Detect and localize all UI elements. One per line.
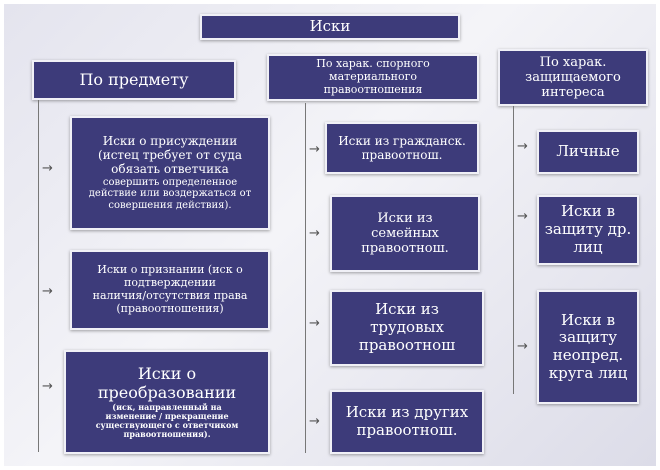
box-line: круга лиц [548, 363, 628, 382]
box-civil: Иски из гражданск. правоотнош. [325, 122, 479, 174]
header-line: По предмету [79, 69, 189, 89]
box-line: семейных [371, 225, 439, 241]
box-line: правоотнош [358, 335, 456, 354]
box-personal: Личные [537, 130, 639, 174]
box-line: трудовых [370, 318, 444, 337]
box-line: обязать ответчика [111, 162, 229, 177]
arrow-right-icon: → [517, 209, 528, 224]
box-line: Иски из [375, 300, 439, 319]
arrow-right-icon: → [517, 339, 528, 354]
box-line: правоотнош. [361, 148, 443, 162]
box-family: Иски из семейных правоотнош. [330, 195, 480, 272]
box-line: защиту др. [544, 220, 632, 239]
connector-line [305, 103, 306, 453]
box-line: неопред. [552, 346, 624, 364]
box-line: изменение / прекращение [105, 410, 229, 421]
box-line: Иски из [377, 210, 433, 226]
box-line: подтверждении [124, 276, 216, 290]
box-line: Иски из других [345, 403, 469, 422]
connector-line [38, 100, 39, 452]
box-indefinite-circle: Иски в защиту неопред. круга лиц [537, 290, 639, 404]
header-line: По харак. [539, 54, 607, 70]
arrow-right-icon: → [309, 414, 320, 429]
root-title-box: Иски [200, 14, 460, 40]
box-line: Иски из гражданск. [338, 133, 466, 148]
box-line: Иски в [560, 202, 616, 221]
header-line: По харак. спорного [316, 57, 430, 71]
box-others-interest: Иски в защиту др. лиц [537, 195, 639, 265]
box-line: Иски о присуждении [102, 134, 238, 149]
header-by-protected-interest: По харак. защищаемого интереса [498, 49, 648, 106]
arrow-right-icon: → [42, 379, 53, 394]
arrow-right-icon: → [309, 316, 320, 331]
box-award-claims: Иски о присуждении (истец требует от суд… [70, 116, 270, 230]
box-line: Иски о признании (иск о [97, 263, 243, 277]
box-line: существующего с ответчиком [95, 419, 239, 430]
box-line: преобразовании [97, 382, 237, 402]
box-line: (истец требует от суда [98, 148, 242, 163]
box-line: совершить определенное [102, 176, 238, 188]
box-other: Иски из других правоотнош. [330, 390, 484, 454]
box-line: Иски в [560, 310, 616, 329]
header-line: правоотношения [323, 82, 423, 96]
box-line: правоотнош. [356, 421, 458, 439]
box-line: Личные [556, 142, 620, 161]
box-line: наличия/отсутствия права [92, 289, 248, 302]
box-line: защиту [558, 328, 618, 347]
arrow-right-icon: → [517, 139, 528, 154]
box-labor: Иски из трудовых правоотнош [330, 290, 484, 366]
root-title: Иски [309, 17, 351, 36]
header-by-legal-relation: По харак. спорного материального правоот… [267, 54, 479, 101]
header-line: интереса [541, 85, 605, 101]
arrow-right-icon: → [42, 161, 53, 176]
header-by-subject: По предмету [32, 60, 236, 100]
box-recognition-claims: Иски о признании (иск о подтверждении на… [70, 250, 270, 330]
box-transformation-claims: Иски о преобразовании (иск, направленный… [64, 350, 270, 454]
box-line: правоотношения). [123, 429, 211, 440]
header-line: защищаемого [525, 69, 621, 85]
box-line: Иски о [137, 363, 197, 383]
box-line: (иск, направленный на [112, 401, 222, 412]
connector-line [513, 106, 514, 394]
header-line: материального [329, 70, 417, 84]
arrow-right-icon: → [309, 142, 320, 157]
box-line: (правоотношения) [116, 301, 224, 315]
box-line: совершения действия). [108, 200, 232, 212]
box-line: лиц [573, 237, 603, 256]
arrow-right-icon: → [309, 226, 320, 241]
box-line: действие или воздержаться от [88, 188, 252, 200]
box-line: правоотнош. [361, 241, 449, 257]
diagram-canvas: Иски По предмету По харак. спорного мате… [4, 4, 656, 466]
arrow-right-icon: → [42, 284, 53, 299]
